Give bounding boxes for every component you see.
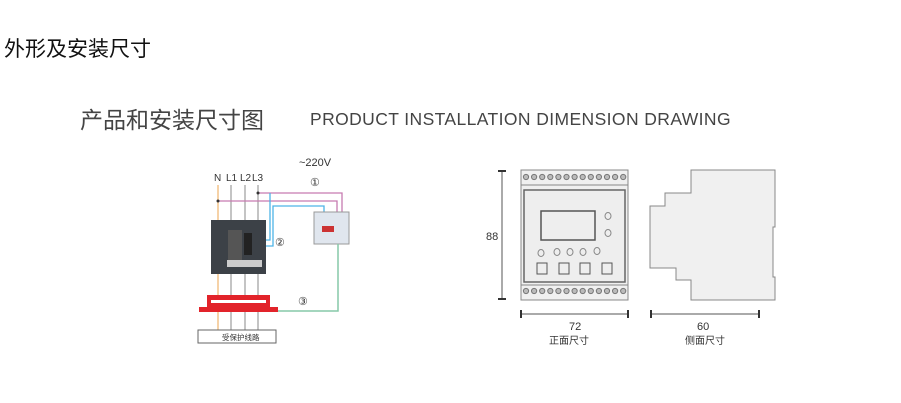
terminal-screw	[539, 287, 546, 295]
section-title: 外形及安装尺寸	[4, 37, 151, 61]
current-transformer	[199, 307, 278, 312]
terminal-screw	[522, 173, 530, 181]
terminal-screw	[571, 287, 578, 295]
terminal-screw	[587, 173, 594, 181]
line-label-n: N	[214, 173, 221, 184]
line-label-l3: L3	[252, 173, 264, 184]
marker-3: ③	[298, 296, 308, 308]
terminal-screw	[563, 173, 570, 181]
terminal-screw	[571, 173, 578, 181]
terminal-screw	[579, 287, 586, 295]
drawing-title-cn: 产品和安装尺寸图	[80, 108, 264, 134]
terminal-screw	[595, 173, 603, 181]
height-dimension: 88	[486, 231, 498, 243]
terminal-screw	[587, 287, 594, 295]
marker-1: ①	[310, 177, 320, 189]
side-view-label: 侧面尺寸	[685, 334, 725, 347]
protected-line-box	[197, 329, 277, 344]
protected-line-label: 受保护线路	[222, 332, 260, 342]
terminal-screw	[522, 287, 530, 295]
terminal-screw	[620, 287, 627, 295]
voltage-label: ~220V	[299, 157, 332, 169]
terminal-screw	[603, 287, 611, 295]
terminal-screw	[547, 173, 554, 181]
terminal-screw	[547, 287, 554, 295]
terminal-screw	[612, 287, 619, 295]
terminal-screw	[595, 287, 603, 295]
terminal-screw	[579, 173, 586, 181]
front-view	[498, 169, 629, 318]
front-view-label: 正面尺寸	[549, 334, 589, 347]
marker-2: ②	[275, 237, 285, 249]
terminal-screw	[539, 173, 546, 181]
wiring-diagram: ~220V N L1 L2 L3 ① ② ③ 受保护线路	[197, 157, 350, 344]
terminal-screw	[531, 287, 538, 295]
display-window	[540, 210, 596, 241]
line-label-l2: L2	[240, 173, 252, 184]
front-width-dimension: 72	[569, 321, 581, 333]
terminal-screw	[555, 173, 562, 181]
drawing-title-en: PRODUCT INSTALLATION DIMENSION DRAWING	[310, 109, 731, 129]
side-width-dimension: 60	[697, 321, 709, 333]
terminal-screw	[612, 173, 619, 181]
terminal-screw	[563, 287, 570, 295]
terminal-screw	[620, 173, 627, 181]
terminal-screw	[555, 287, 562, 295]
terminal-screw	[603, 173, 611, 181]
side-view	[649, 169, 776, 318]
terminal-screw	[531, 173, 538, 181]
line-label-l1: L1	[226, 173, 238, 184]
